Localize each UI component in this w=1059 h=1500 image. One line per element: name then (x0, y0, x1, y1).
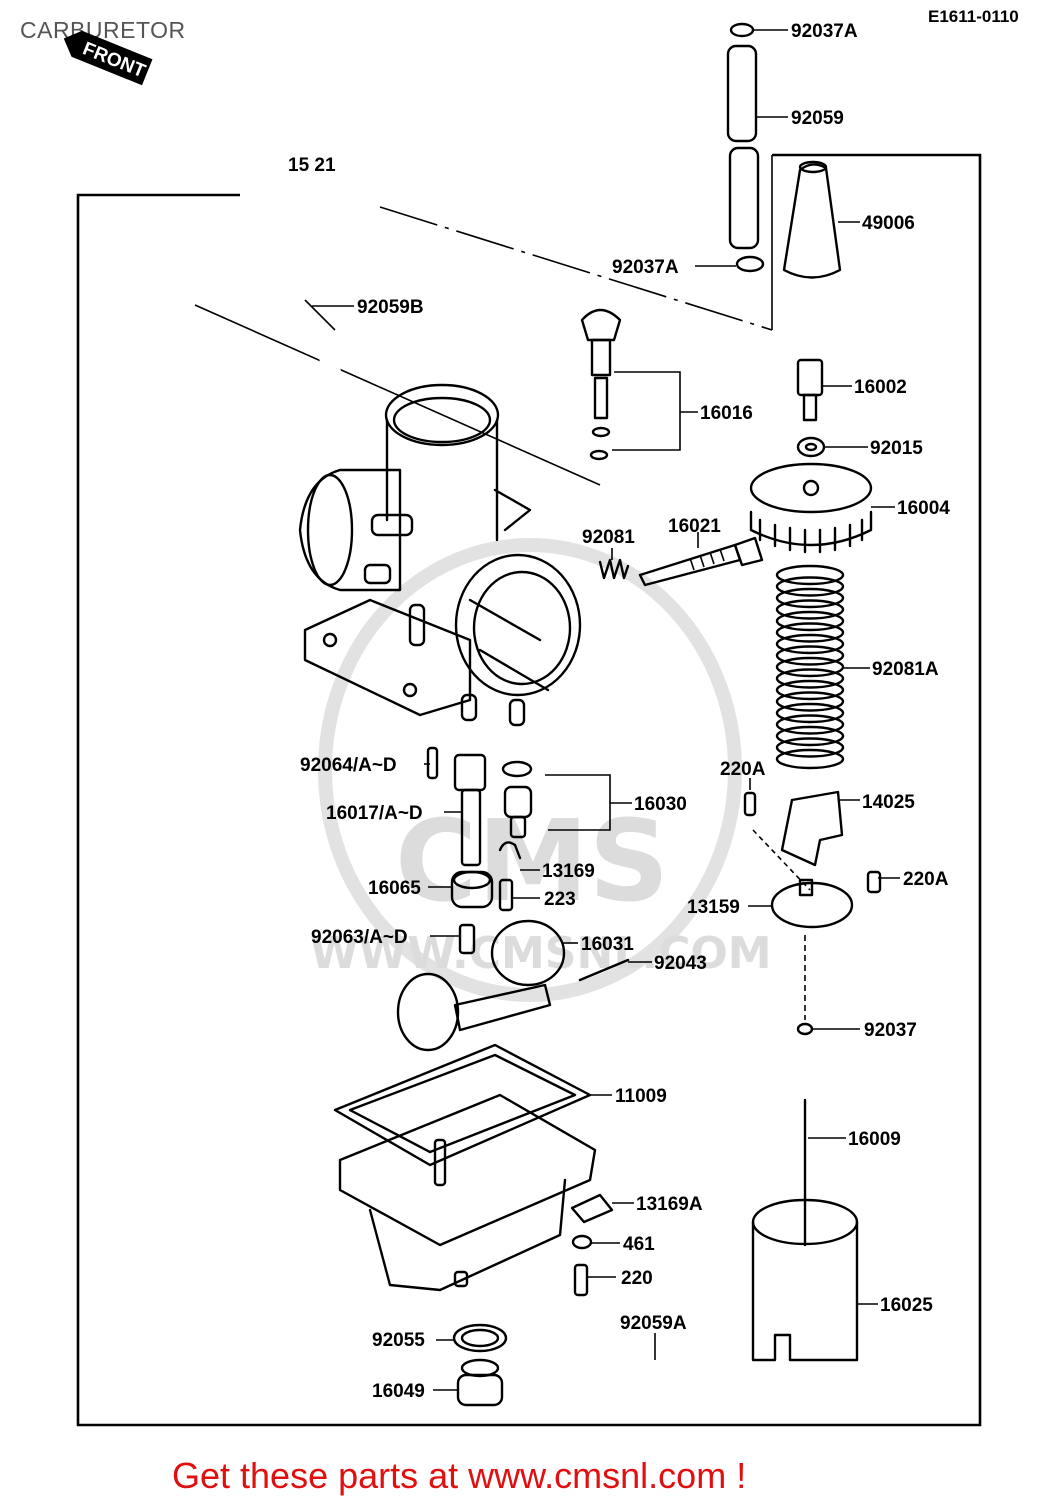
callout-16016: 16016 (700, 403, 753, 424)
callout-13159: 13159 (687, 897, 740, 918)
callout-92037: 92037 (864, 1020, 917, 1041)
reference-note: 15 21 (288, 155, 336, 176)
callout-92015: 92015 (870, 438, 923, 459)
diagram-frame (76, 153, 982, 1427)
callout-16009: 16009 (848, 1129, 901, 1150)
callout-220a-left: 220A (720, 759, 766, 780)
watermark-url-text: WWW.CMSNL.COM (310, 928, 772, 979)
spring-coil (775, 702, 845, 724)
spring-coil (775, 679, 845, 701)
drain-plug-16049-shape (452, 1323, 508, 1407)
callout-labels: 92037A 92059 49006 92037A 92059B 16016 1… (300, 21, 950, 1402)
callout-220a-right: 220A (903, 869, 949, 890)
callout-220: 220 (621, 1268, 653, 1289)
bracket-14025-shape (743, 790, 844, 891)
callout-92037a-bottom: 92037A (612, 257, 679, 278)
callout-16065: 16065 (368, 878, 421, 899)
callout-14025: 14025 (862, 792, 915, 813)
slide-16025-shape (751, 1198, 859, 1362)
callout-16031: 16031 (581, 934, 634, 955)
spring-coil (775, 645, 845, 666)
callout-16030: 16030 (634, 794, 687, 815)
spring-coil (775, 633, 845, 655)
callout-92064: 92064/A~D (300, 755, 397, 776)
clip-13169-shape (498, 841, 522, 912)
spring-coil (775, 599, 845, 620)
watermark: CMS WWW.CMSNL.COM (310, 538, 772, 1002)
page-title: CARBURETOR (20, 17, 186, 43)
spring-coil (775, 737, 845, 758)
spring-coil (775, 748, 845, 770)
spring-coil (775, 622, 845, 643)
screw-16002-shape (796, 358, 826, 458)
spring-coil (775, 691, 845, 712)
spring-coil (775, 725, 845, 747)
plate-13159-shape (770, 870, 882, 929)
watermark-logo-text: CMS (395, 797, 669, 927)
callout-16004: 16004 (897, 498, 950, 519)
callout-92063: 92063/A~D (311, 927, 408, 948)
callout-16049: 16049 (372, 1381, 425, 1402)
callout-16017: 16017/A~D (326, 803, 423, 824)
callout-92081a: 92081A (872, 659, 939, 680)
screw-16021-shape (638, 536, 764, 587)
top-cap-16004-shape (749, 462, 873, 554)
callout-92037a-top: 92037A (791, 21, 858, 42)
footer-promo-link[interactable]: Get these parts at www.cmsnl.com ! (172, 1455, 746, 1496)
callout-16002: 16002 (854, 377, 907, 398)
float-bowl-11009-shape (333, 1043, 597, 1292)
callout-13169a: 13169A (636, 1194, 703, 1215)
diagram-code: E1611-0110 (928, 7, 1019, 26)
callout-16021: 16021 (668, 516, 721, 537)
hose-92059b-shape (206, 261, 371, 469)
callout-92059a: 92059A (620, 1313, 687, 1334)
spring-coil (775, 610, 845, 632)
carburetor-body-shape (298, 383, 582, 727)
jet-16017-shape (426, 746, 487, 867)
tube-92059-shape (726, 22, 765, 273)
spring-92081-shape (598, 558, 630, 580)
spring-coil (775, 587, 845, 609)
holder-16065-shape (450, 870, 494, 909)
leader-lines (312, 29, 900, 1391)
spring-coil (775, 576, 845, 597)
hose-92059a-shape (512, 1307, 783, 1403)
callout-11009: 11009 (615, 1086, 667, 1107)
callout-49006: 49006 (862, 213, 915, 234)
bowl-fasteners-shape (570, 1193, 614, 1297)
jet-92063-shape (458, 923, 476, 955)
callout-92055: 92055 (372, 1330, 425, 1351)
callout-92081: 92081 (582, 527, 635, 548)
callout-92059: 92059 (791, 108, 844, 129)
spring-coil (775, 564, 845, 586)
valve-16016-shape (580, 308, 622, 461)
callout-461: 461 (623, 1234, 655, 1255)
cap-49006-shape (782, 160, 842, 279)
callout-92043: 92043 (654, 953, 707, 974)
callout-92059b: 92059B (357, 297, 424, 318)
needle-16009-shape (796, 935, 814, 1247)
callout-13169: 13169 (542, 861, 595, 882)
callout-223: 223 (544, 889, 576, 910)
spring-92081a-shape (775, 564, 845, 770)
callout-16025: 16025 (880, 1295, 933, 1316)
spring-coil (775, 714, 845, 735)
spring-coil (775, 656, 845, 678)
float-16031-shape (396, 919, 630, 1052)
spring-coil (775, 668, 845, 689)
